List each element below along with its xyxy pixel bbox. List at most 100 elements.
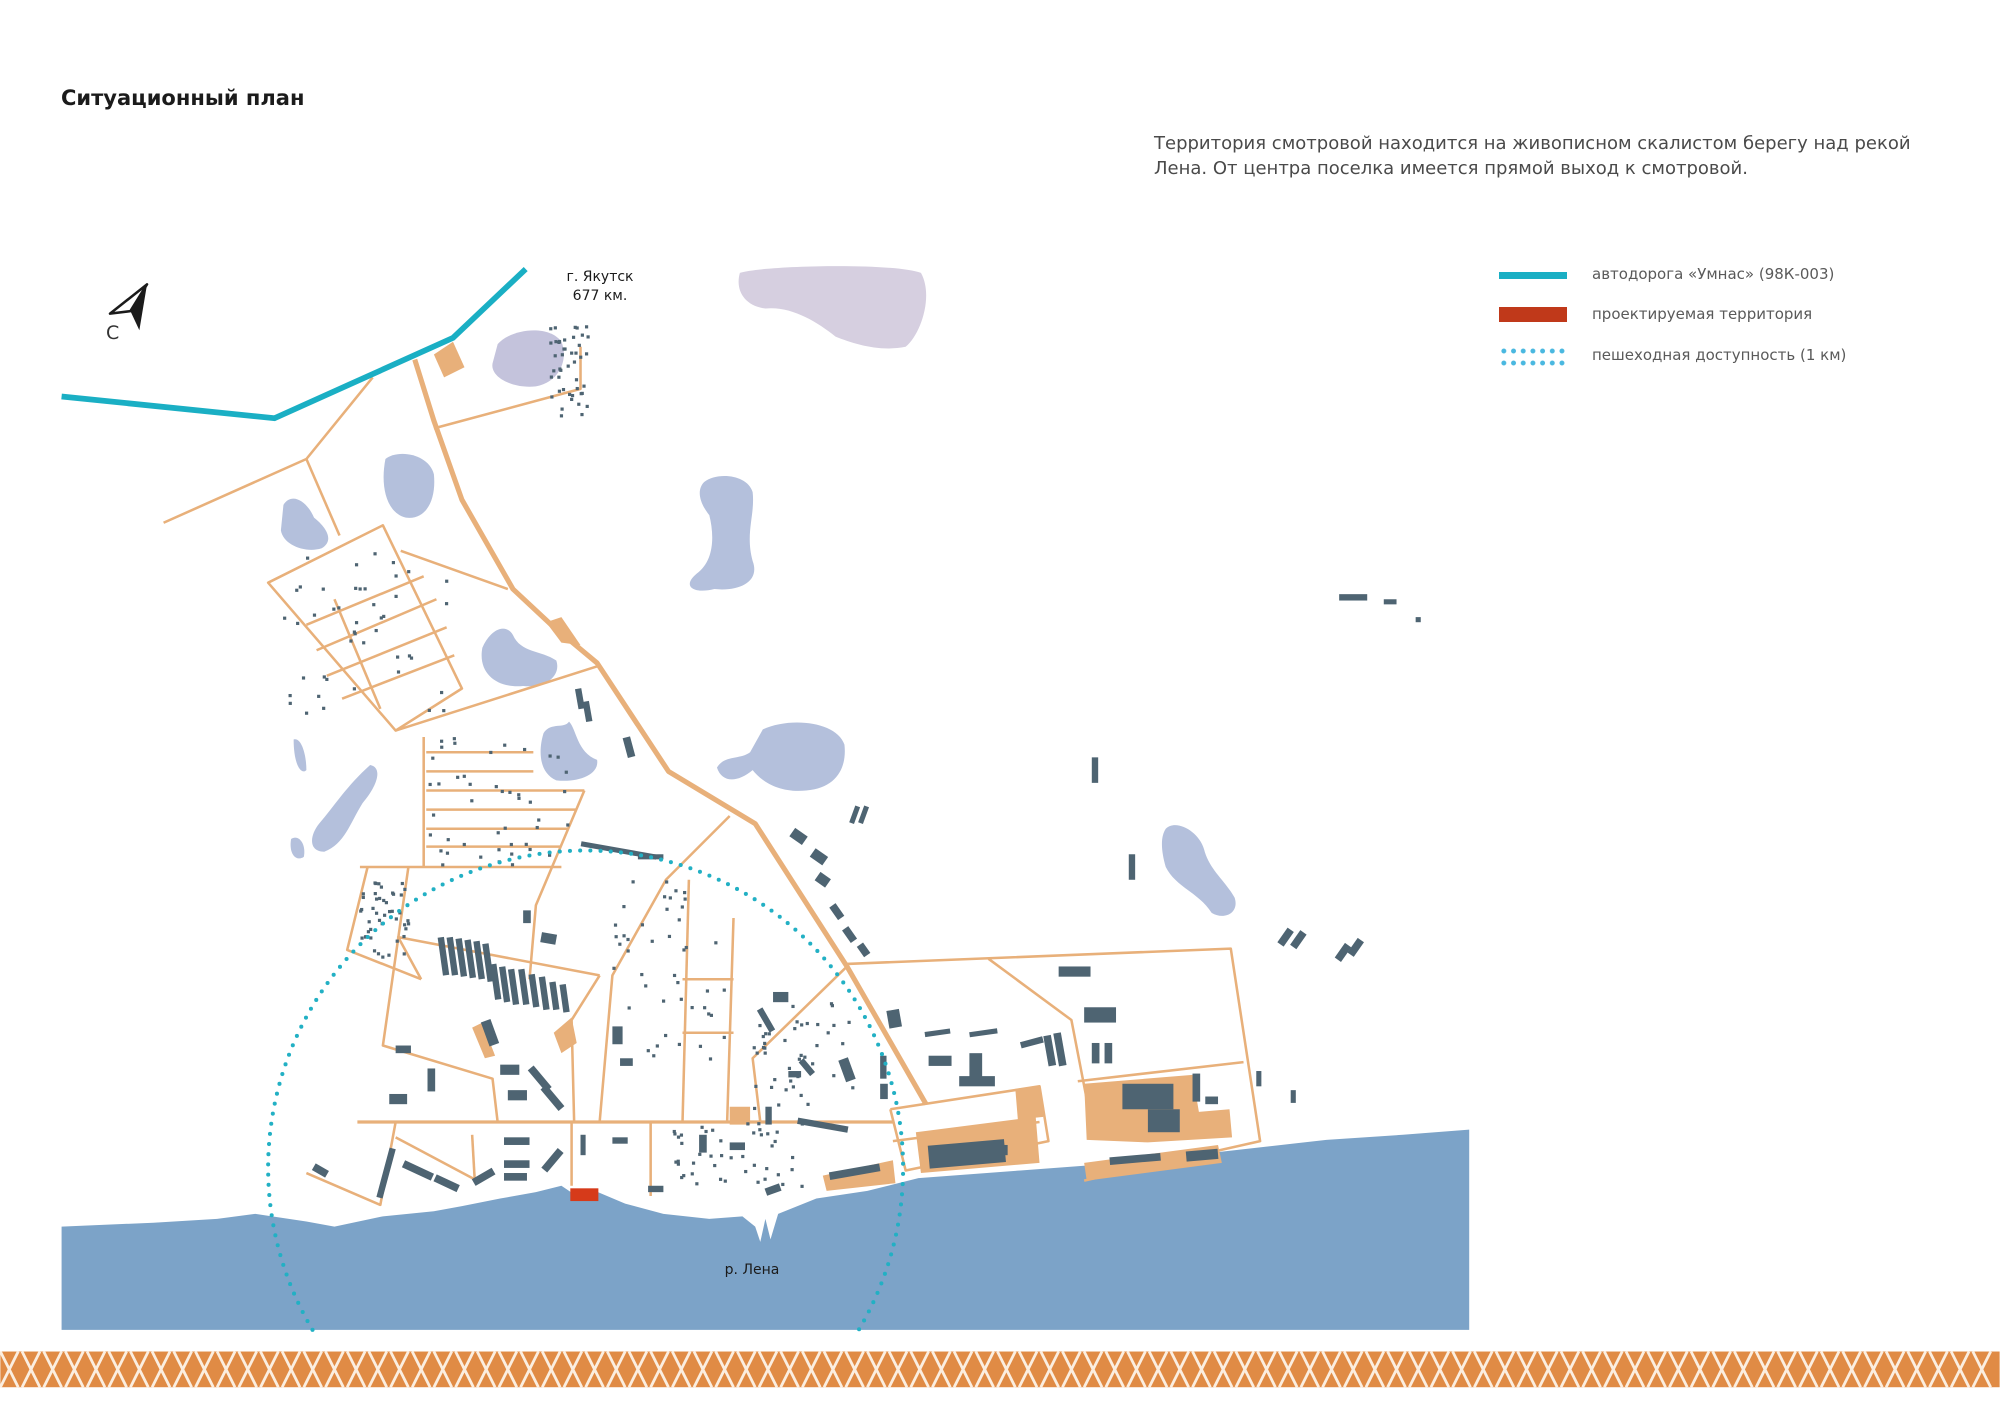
house [709,1013,713,1017]
road [395,664,601,732]
house [815,1043,819,1048]
description: Территория смотровой находится на живопи… [1154,131,1974,181]
house [553,326,557,330]
house [690,1005,694,1010]
house [373,892,377,896]
building [376,1147,396,1199]
building [773,991,789,1003]
house [304,711,309,715]
house [729,1156,733,1160]
legend-walk-label: пешеходная доступность (1 км) [1592,346,1847,364]
house [321,587,325,591]
house [672,973,677,978]
building [756,1007,776,1033]
building [504,1160,530,1168]
house [799,1093,803,1098]
house [761,1034,765,1039]
house [665,880,669,884]
road [725,917,735,1123]
house [580,412,584,417]
ornament-line [1061,1350,1082,1388]
house [559,368,563,372]
house [570,351,574,355]
house [367,920,371,924]
house [682,1174,686,1178]
house [288,693,292,698]
house [560,353,564,357]
house [783,1038,787,1043]
house [705,989,710,993]
building [433,1174,460,1193]
house [453,741,457,745]
house [579,355,583,359]
road [528,790,586,980]
building [1277,927,1294,947]
building [582,700,593,723]
house [764,1032,768,1036]
house [683,897,687,901]
house [298,585,302,589]
house [301,676,306,680]
ornament-line [1776,1350,1797,1388]
house [793,1027,797,1031]
house [322,675,326,679]
house [382,614,386,619]
house [442,709,446,713]
house [580,391,584,396]
building [798,1058,816,1077]
ornament-line [497,1350,519,1388]
house [754,1084,758,1088]
house [470,799,474,803]
house [622,934,626,938]
ornament-line [1451,1350,1472,1388]
ornament-line [822,1350,844,1388]
house [528,847,532,852]
house [456,775,460,779]
building [838,1057,856,1083]
house [571,335,576,339]
house [332,607,336,611]
ornament-line [1299,1350,1321,1388]
ornament-line [1494,1350,1516,1388]
house [561,387,566,392]
house [674,889,678,893]
ornament-line [1928,1350,1949,1388]
house [791,1155,795,1160]
road [751,965,848,1123]
building [842,926,858,944]
house [395,939,399,943]
house [406,919,410,923]
house [830,1004,834,1008]
building [1147,1109,1180,1133]
ornament-line [1169,1350,1190,1388]
house [775,1130,779,1134]
house [371,906,375,910]
house [577,343,581,347]
house [613,923,618,927]
house [325,677,329,681]
house [383,913,387,917]
house [584,352,589,356]
lake [1161,825,1236,916]
house [682,948,686,952]
house [586,335,590,339]
building [828,1163,881,1180]
house [374,881,378,886]
house [500,789,504,794]
building [858,805,870,824]
building [764,1183,782,1196]
ornament-line [1668,1350,1689,1388]
house [709,1154,713,1158]
building [389,1093,408,1105]
buildings [311,594,1421,1199]
building [1205,1096,1219,1105]
house [760,1010,765,1015]
road [681,879,691,1123]
house [354,586,358,590]
house [703,1006,707,1010]
legend-project-swatch [1499,307,1567,322]
house [677,918,681,922]
house [691,1161,696,1165]
house [374,628,378,633]
building [1053,1032,1067,1067]
